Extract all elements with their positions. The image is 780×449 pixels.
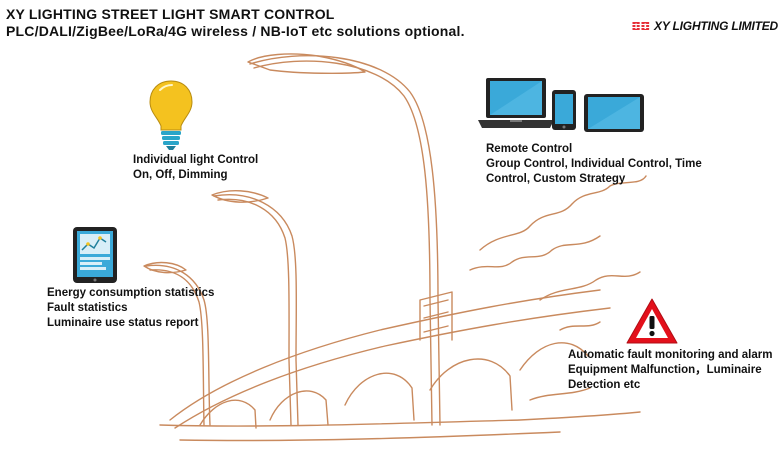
fault-alarm-detail-1: Equipment Malfunction，Luminaire <box>568 364 762 376</box>
fault-alarm-title: Automatic fault monitoring and alarm <box>568 349 773 361</box>
company-logo: XY LIGHTING LIMITED <box>632 14 778 38</box>
remote-control-title: Remote Control <box>486 143 573 155</box>
fault-alarm-caption: Automatic fault monitoring and alarm Equ… <box>568 348 772 393</box>
remote-control-detail-2: Control, Custom Strategy <box>486 173 626 185</box>
light-control-detail: On, Off, Dimming <box>133 169 228 181</box>
energy-stats-title: Energy consumption statistics <box>47 287 215 299</box>
title-block: XY LIGHTING STREET LIGHT SMART CONTROL P… <box>6 6 465 40</box>
tablet-chart-icon <box>73 227 117 283</box>
remote-control-caption: Remote Control Group Control, Individual… <box>486 142 702 187</box>
page-title: XY LIGHTING STREET LIGHT SMART CONTROL <box>6 6 335 22</box>
devices-icon <box>478 78 644 132</box>
light-bulb-icon <box>149 80 193 150</box>
page-subtitle: PLC/DALI/ZigBee/LoRa/4G wireless / NB-Io… <box>6 23 465 39</box>
warning-icon <box>626 298 678 344</box>
light-control-caption: Individual light Control On, Off, Dimmin… <box>133 153 258 183</box>
energy-stats-detail-1: Fault statistics <box>47 302 128 314</box>
energy-stats-caption: Energy consumption statistics Fault stat… <box>47 286 214 331</box>
energy-stats-detail-2: Luminaire use status report <box>47 317 199 329</box>
light-control-title: Individual light Control <box>133 154 259 166</box>
fault-alarm-detail-2: Detection etc <box>568 379 641 391</box>
remote-control-detail-1: Group Control, Individual Control, Time <box>486 158 702 170</box>
xy-logo-icon <box>632 22 650 30</box>
logo-text: XY LIGHTING LIMITED <box>654 19 778 33</box>
